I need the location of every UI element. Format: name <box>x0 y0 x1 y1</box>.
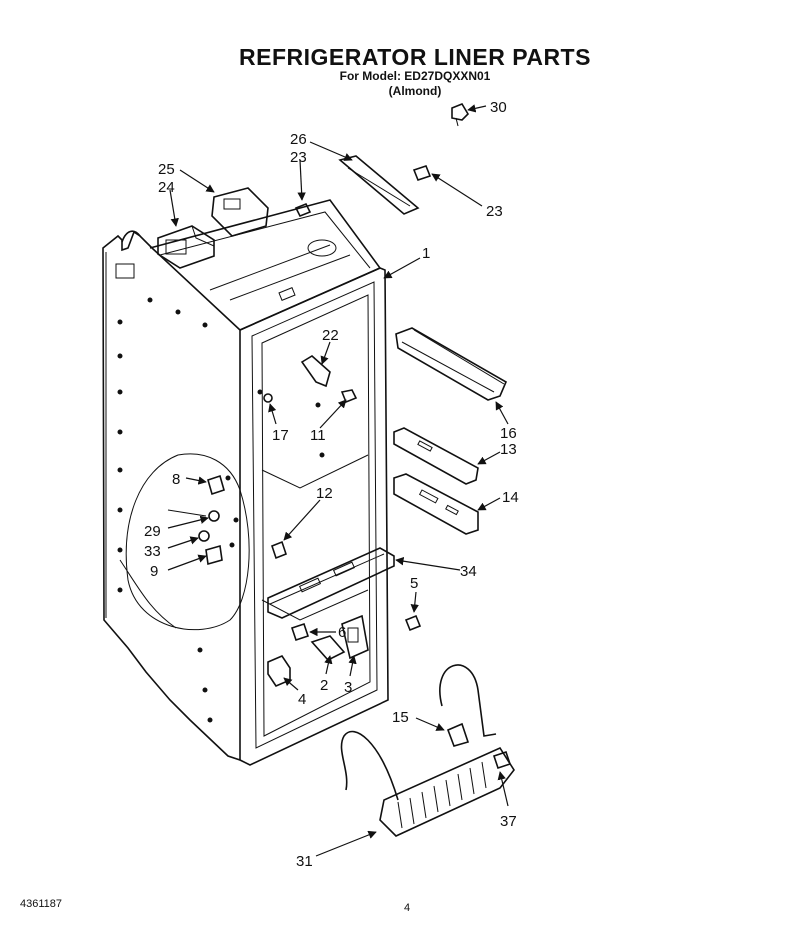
page-title: REFRIGERATOR LINER PARTS <box>239 44 591 70</box>
callout-9: 9 <box>150 563 158 580</box>
callout-6: 6 <box>338 624 346 641</box>
switch-assembly <box>290 614 369 661</box>
callout-26: 26 <box>290 131 307 148</box>
callout-11: 11 <box>310 427 326 444</box>
callout-23-upper: 23 <box>290 149 307 166</box>
callout-24: 24 <box>158 179 175 196</box>
screw-23-right <box>412 165 432 181</box>
callout-1: 1 <box>422 245 430 262</box>
callout-8: 8 <box>172 471 180 488</box>
screw-23-left <box>294 202 312 218</box>
callout-2: 2 <box>320 677 328 694</box>
screw-17 <box>263 393 273 403</box>
screw-11 <box>340 389 358 404</box>
callout-3: 3 <box>344 679 352 696</box>
callout-30: 30 <box>490 99 507 116</box>
liner-cabinet <box>102 199 389 766</box>
heater-assembly <box>340 664 515 837</box>
callout-22: 22 <box>322 327 339 344</box>
bracket-13 <box>393 427 479 485</box>
callout-23-right: 23 <box>486 203 503 220</box>
callout-29: 29 <box>144 523 161 540</box>
callout-13: 13 <box>500 441 517 458</box>
color-line: (Almond) <box>388 84 442 98</box>
callout-25: 25 <box>158 161 175 178</box>
callout-17: 17 <box>272 427 289 444</box>
callout-31: 31 <box>296 853 313 870</box>
bracket-14 <box>393 473 479 535</box>
model-line: For Model: ED27DQXXN01 <box>339 69 491 83</box>
detail-parts <box>167 474 225 566</box>
duct-cover-34 <box>267 547 395 619</box>
leader-lines <box>167 104 509 857</box>
grommet-12 <box>271 540 287 560</box>
callout-5: 5 <box>410 575 418 592</box>
shelf-trim-16 <box>395 327 508 401</box>
document-number: 4361187 <box>20 898 63 910</box>
light-housing <box>157 187 269 269</box>
callout-16: 16 <box>500 425 517 442</box>
callout-4: 4 <box>298 691 306 708</box>
callout-34: 34 <box>460 563 477 580</box>
clip-30 <box>451 103 470 127</box>
callout-33: 33 <box>144 543 161 560</box>
callout-37: 37 <box>500 813 517 830</box>
callout-12: 12 <box>316 485 333 502</box>
callout-15: 15 <box>392 709 409 726</box>
bracket-22 <box>300 355 331 388</box>
callout-numbers: 30 26 23 23 25 24 1 22 11 17 16 13 14 12… <box>144 99 519 870</box>
screw-5 <box>404 614 422 632</box>
page-number: 4 <box>404 902 411 914</box>
bracket-26 <box>338 155 420 215</box>
part-4 <box>267 655 291 687</box>
callout-14: 14 <box>502 489 519 506</box>
